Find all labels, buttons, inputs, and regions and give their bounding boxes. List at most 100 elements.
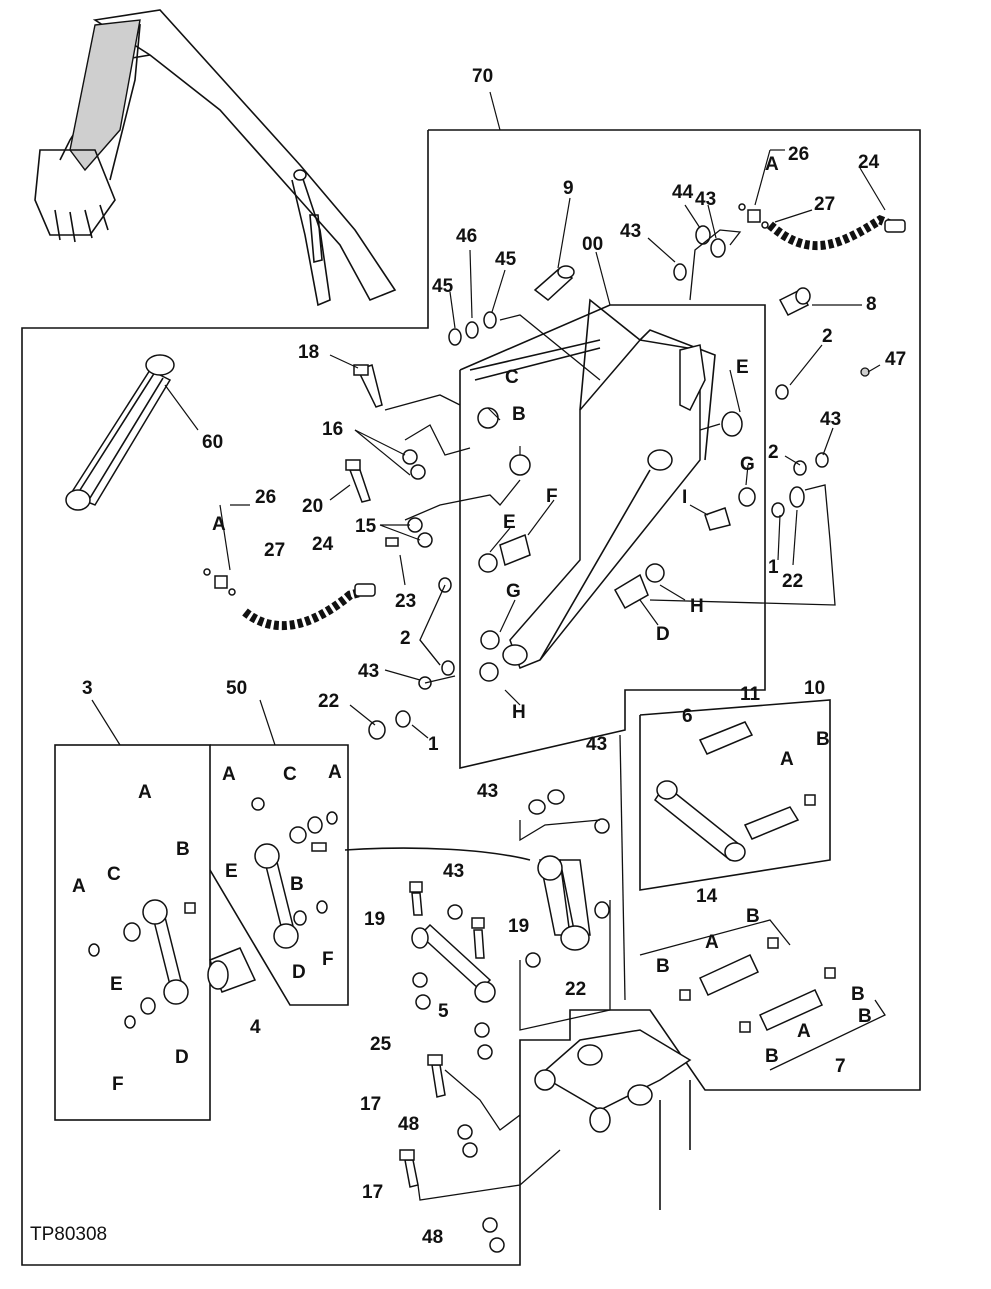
letter-A-pin14: A [705, 932, 719, 953]
leader-00 [595, 251, 611, 306]
center-link-assembly [344, 847, 591, 1003]
bushing-E-right [721, 411, 743, 437]
dogbone-link-50 [251, 797, 338, 949]
pin-11 [698, 721, 754, 755]
callout-4: 4 [250, 1017, 261, 1038]
callout-45-left: 45 [432, 276, 454, 297]
letter-H-left: H [512, 702, 526, 723]
letter-A-group50-left: A [222, 764, 236, 785]
pin-I [704, 507, 731, 531]
leader-50 [259, 699, 276, 746]
pin-7 [739, 967, 836, 1033]
letter-E-group3: E [110, 974, 123, 995]
callout-46: 46 [456, 226, 477, 247]
group-00-boundary [459, 304, 766, 770]
bolt-17-upper [427, 1054, 446, 1098]
bolt-19-right [471, 917, 485, 959]
letter-A-pin7: A [797, 1021, 811, 1042]
bolt-20 [345, 459, 371, 503]
letter-B-pin7-far: B [858, 1006, 872, 1027]
callout-50: 50 [226, 678, 247, 699]
hose-24-lower [242, 583, 376, 631]
callout-44: 44 [672, 182, 694, 203]
callout-6: 6 [682, 706, 693, 727]
letter-C-group50: C [283, 764, 297, 785]
callout-10: 10 [804, 678, 825, 699]
callout-23: 23 [395, 591, 416, 612]
letter-E-frame-left: E [503, 512, 516, 533]
pin-4 [207, 947, 257, 993]
letter-F-group50: F [322, 949, 334, 970]
callout-15: 15 [355, 516, 377, 537]
group-3-boundary [54, 744, 211, 1121]
callout-48-upper: 48 [398, 1114, 419, 1135]
callout-24-lower: 24 [312, 534, 334, 555]
bolt-19-left [409, 881, 423, 916]
letter-D-group50: D [292, 962, 306, 983]
callout-43-top-right: 43 [695, 189, 716, 210]
callout-70: 70 [472, 66, 493, 87]
fitting-26-lower [203, 504, 250, 596]
callout-26-lower: 26 [255, 487, 276, 508]
letter-H-right: H [690, 596, 704, 617]
leader-lines [384, 229, 886, 1201]
callout-25: 25 [370, 1034, 392, 1055]
bottom-bracket-assembly [534, 1029, 692, 1210]
figure-id: TP80308 [30, 1224, 107, 1245]
callout-43-center-low: 43 [443, 861, 464, 882]
letter-A-group50-right: A [328, 762, 342, 783]
pin-10A [743, 794, 816, 840]
callout-19-right: 19 [508, 916, 529, 937]
callout-18: 18 [298, 342, 319, 363]
right-pin-stack [645, 367, 870, 583]
callout-00: 00 [582, 234, 603, 255]
hydraulic-cylinder-60 [65, 354, 199, 511]
callout-43-right: 43 [820, 409, 841, 430]
letter-B-group3: B [176, 839, 190, 860]
letter-A-group3-left: A [72, 876, 86, 897]
callout-14: 14 [696, 886, 718, 907]
letter-B-pin7-right: B [851, 984, 865, 1005]
bolt-17-lower [399, 1149, 419, 1188]
callout-9: 9 [563, 178, 574, 199]
letter-A-left: A [212, 514, 226, 535]
nuts-48-upper [457, 1124, 478, 1158]
callout-20: 20 [302, 496, 323, 517]
callout-45-right: 45 [495, 249, 517, 270]
callout-11: 11 [740, 684, 761, 705]
letter-C-group3: C [107, 864, 121, 885]
callout-27-upper: 27 [814, 194, 835, 215]
nuts-25 [412, 972, 493, 1060]
callout-19-left: 19 [364, 909, 385, 930]
nuts-16 [402, 449, 426, 480]
group-10-boundary [639, 699, 831, 891]
letter-A-pin10: A [780, 749, 794, 770]
center-washers-43 [447, 789, 610, 968]
callout-48-lower: 48 [422, 1227, 443, 1248]
callout-22-left: 22 [318, 691, 339, 712]
washers-45-46 [448, 311, 497, 346]
callout-7: 7 [835, 1056, 846, 1077]
letter-C-frame: C [505, 367, 519, 388]
letter-B-pin14-right: B [746, 906, 760, 927]
callout-22-center: 22 [565, 979, 586, 1000]
letter-F-frame: F [546, 486, 558, 507]
callout-27-lower: 27 [264, 540, 285, 561]
letter-D-group3: D [175, 1047, 189, 1068]
letter-B-group50: B [290, 874, 304, 895]
letter-B-pin7-left: B [765, 1046, 779, 1067]
letter-A-top: A [765, 154, 779, 175]
fitting-26-upper [738, 149, 785, 229]
callout-1-right: 1 [768, 557, 779, 578]
callout-43-center-right: 43 [586, 734, 607, 755]
letter-I: I [682, 487, 687, 508]
letter-G-left: G [506, 581, 521, 602]
callout-47: 47 [885, 349, 906, 370]
callout-8: 8 [866, 294, 877, 315]
callout-26-upper: 26 [788, 144, 809, 165]
dogbone-link-3 [88, 899, 196, 1029]
letter-F-group3: F [112, 1074, 124, 1095]
pin-8 [778, 287, 811, 316]
callout-1-left: 1 [428, 734, 439, 755]
